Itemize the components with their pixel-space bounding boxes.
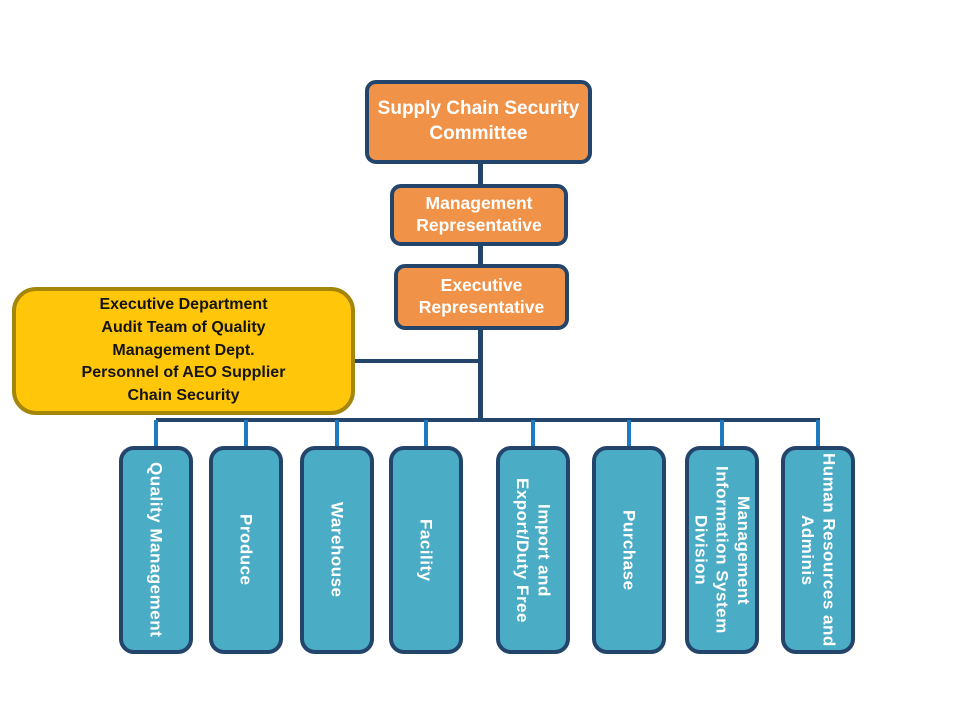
connector-drop-hr-admin: [816, 420, 820, 447]
connector-root-to-management: [478, 162, 483, 186]
node-executive-representative: Executive Representative: [394, 264, 569, 330]
connector-drop-produce: [244, 420, 248, 447]
node-management-representative: Management Representative: [390, 184, 568, 246]
connector-drop-import-export: [531, 420, 535, 447]
node-dept-quality-management: Quality Management: [119, 446, 193, 654]
node-supply-chain-security-committee: Supply Chain Security Committee: [365, 80, 592, 164]
node-dept-management-information-system-division: Management Information System Division: [685, 446, 759, 654]
connector-drop-purchase: [627, 420, 631, 447]
connector-drop-quality-management: [154, 420, 158, 447]
node-audit-team-note: Executive Department Audit Team of Quali…: [12, 287, 355, 415]
node-dept-import-export-duty-free: Import and Export/Duty Free: [496, 446, 570, 654]
connector-drop-warehouse: [335, 420, 339, 447]
connector-drop-facility: [424, 420, 428, 447]
connector-executive-to-bar: [478, 328, 483, 421]
connector-horizontal-bar: [156, 418, 820, 422]
node-dept-purchase: Purchase: [592, 446, 666, 654]
node-dept-human-resources-and-adminis: Human Resources and Adminis: [781, 446, 855, 654]
node-dept-warehouse: Warehouse: [300, 446, 374, 654]
connector-drop-mis-division: [720, 420, 724, 447]
node-dept-produce: Produce: [209, 446, 283, 654]
connector-management-to-executive: [478, 244, 483, 266]
connector-audit-note: [353, 359, 479, 363]
node-dept-facility: Facility: [389, 446, 463, 654]
